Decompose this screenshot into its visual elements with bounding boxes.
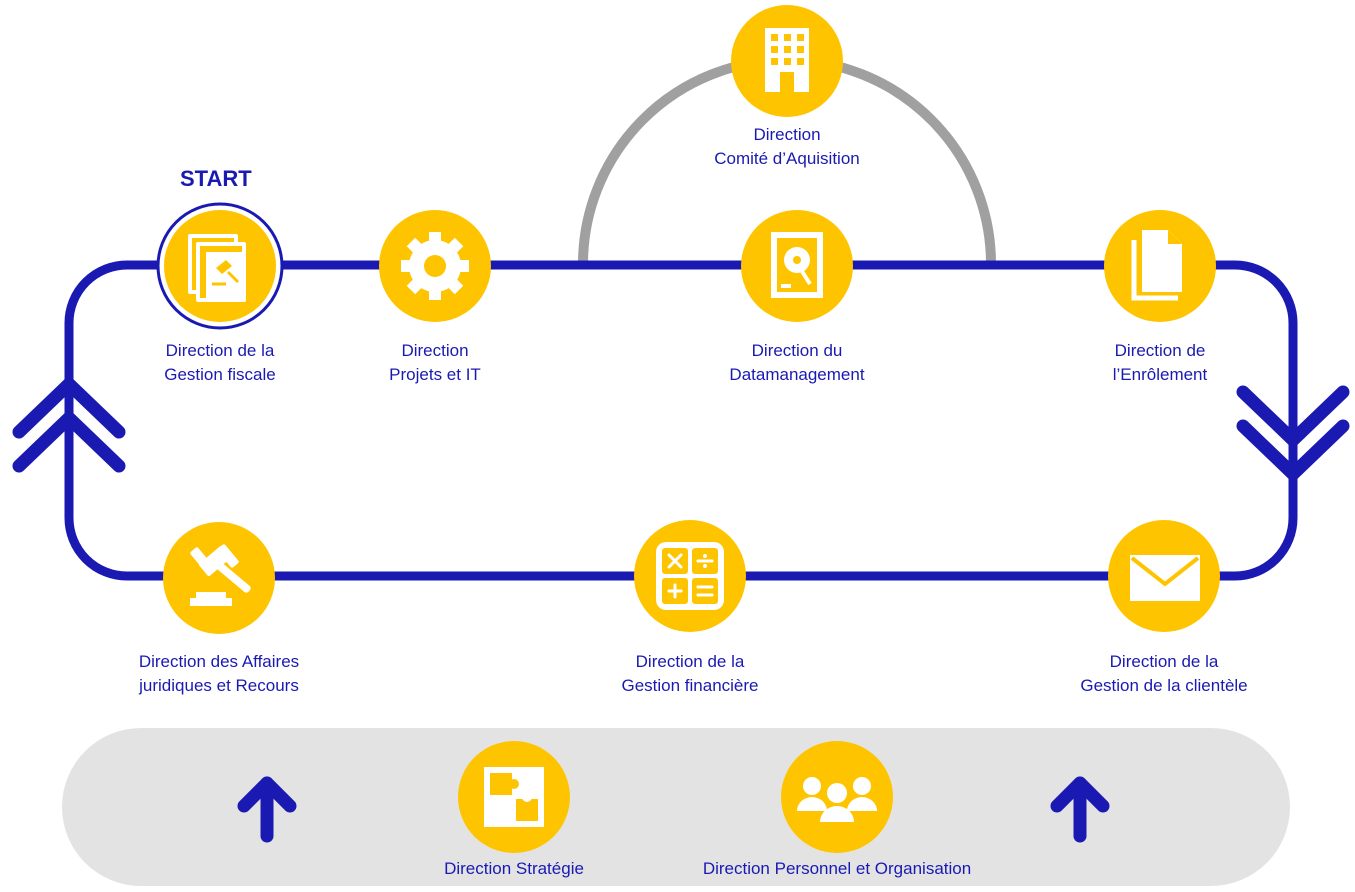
label-line: Direction du (751, 341, 843, 360)
label-enrolement: Direction de l’Enrôlement (1085, 339, 1235, 387)
documents-gavel-icon (188, 234, 246, 302)
label-line: Direction de la (1109, 652, 1219, 671)
label-datamanagement: Direction du Datamanagement (712, 339, 882, 387)
label-comite: Direction Comité d’Aquisition (707, 123, 867, 171)
people-icon (797, 777, 877, 822)
label-line: Gestion de la clientèle (1080, 676, 1248, 695)
node-gestion-fiscale (156, 202, 284, 330)
start-label: START (180, 166, 252, 191)
down-chevron-icon (1236, 385, 1350, 481)
label-line: Gestion financière (621, 676, 759, 695)
label-gestion-fiscale: Direction de la Gestion fiscale (140, 339, 300, 387)
gavel-icon (190, 544, 251, 606)
label-personnel: Direction Personnel et Organisation (682, 857, 992, 881)
up-arrow-icon (1050, 776, 1110, 843)
envelope-icon (1130, 555, 1200, 601)
node-clientele (1108, 520, 1220, 632)
support-panel (62, 728, 1290, 886)
label-line: Direction Stratégie (444, 859, 584, 878)
label-line: Direction (401, 341, 469, 360)
node-strategie (458, 741, 570, 853)
label-clientele: Direction de la Gestion de la clientèle (1064, 650, 1264, 698)
label-line: Projets et IT (389, 365, 481, 384)
node-personnel (781, 741, 893, 853)
label-line: l’Enrôlement (1112, 365, 1208, 384)
label-projets-it: Direction Projets et IT (355, 339, 515, 387)
label-affaires-juridiques: Direction des Affaires juridiques et Rec… (114, 650, 324, 698)
label-gestion-financiere: Direction de la Gestion financière (600, 650, 780, 698)
label-line: Datamanagement (729, 365, 865, 384)
label-line: juridiques et Recours (139, 676, 299, 695)
node-comite (731, 5, 843, 117)
label-line: Comité d’Aquisition (714, 149, 860, 168)
node-datamanagement (741, 210, 853, 322)
label-line: Direction des Affaires (138, 652, 300, 671)
up-arrow-icon (237, 776, 297, 843)
calculator-icon (656, 542, 724, 610)
label-line: Direction (753, 125, 821, 144)
node-gestion-financiere (634, 520, 746, 632)
gear-icon (401, 232, 469, 300)
node-affaires-juridiques (163, 522, 275, 634)
label-line: Direction Personnel et Organisation (702, 859, 972, 878)
label-line: Direction de la (165, 341, 275, 360)
hard-drive-icon (771, 232, 823, 298)
building-icon (765, 28, 809, 92)
label-strategie: Direction Stratégie (424, 857, 604, 881)
process-loop (64, 260, 1298, 581)
up-chevron-icon (12, 377, 126, 473)
node-projets-it (379, 210, 491, 322)
node-enrolement (1104, 210, 1216, 322)
label-line: Gestion fiscale (164, 365, 276, 384)
label-line: Direction de (1114, 341, 1206, 360)
documents-icon (1131, 230, 1182, 301)
label-line: Direction de la (635, 652, 745, 671)
puzzle-icon (484, 767, 544, 827)
